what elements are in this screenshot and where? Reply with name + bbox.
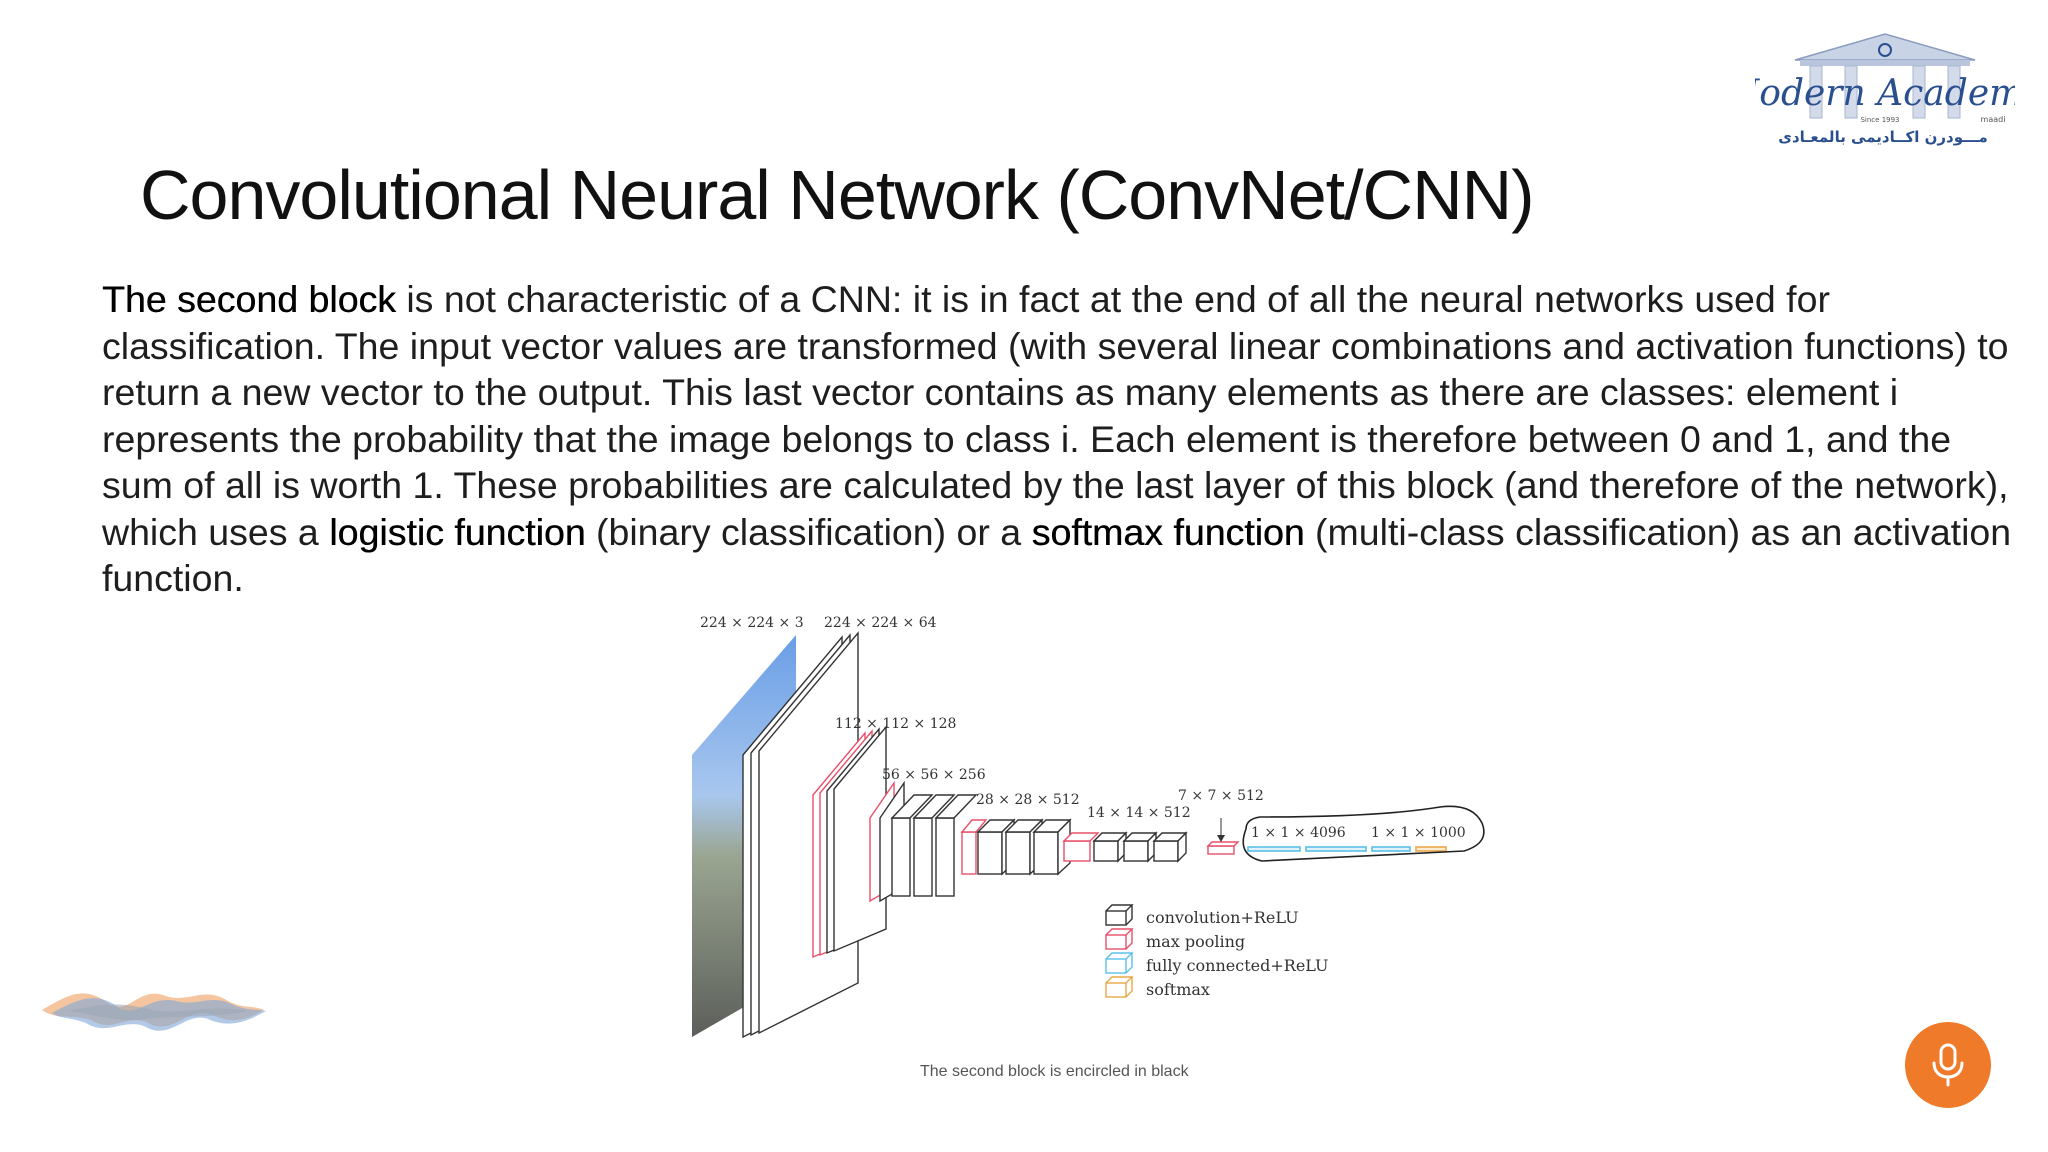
diagram-caption: The second block is encircled in black — [920, 1063, 1189, 1080]
bold-term-second-block: The second block — [102, 278, 396, 320]
logo-est: Since 1993 — [1860, 116, 1899, 124]
label-7x7x512: 7 × 7 × 512 — [1178, 788, 1264, 804]
sound-wave-decoration — [42, 993, 266, 1031]
body-text-1: is not characteristic of a CNN: it is in… — [102, 278, 2009, 553]
legend-pool-label: max pooling — [1146, 932, 1245, 951]
label-1x1x4096: 1 × 1 × 4096 — [1251, 825, 1346, 841]
legend-conv-label: convolution+ReLU — [1146, 908, 1299, 927]
body-paragraph: The second block is not characteristic o… — [102, 276, 2032, 602]
body-text-3: (multi-class classification) as an activ… — [102, 510, 2012, 600]
label-28x28x512: 28 × 28 × 512 — [976, 792, 1080, 808]
microphone-icon — [1932, 1043, 1964, 1087]
label-56x56x256: 56 × 56 × 256 — [882, 767, 986, 783]
label-224x224x3: 224 × 224 × 3 — [700, 615, 804, 631]
slide-title: Convolutional Neural Network (ConvNet/CN… — [140, 155, 1535, 234]
legend-softmax-label: softmax — [1146, 980, 1210, 999]
modern-academy-logo: Modern Academy Since 1993 maadi مـــودرن… — [1755, 33, 2015, 146]
body-text-2: (binary classification) or a — [585, 510, 1032, 553]
label-112x112x128: 112 × 112 × 128 — [835, 716, 956, 732]
vgg16-architecture-diagram: 224 × 224 × 3 224 × 224 × 64 112 × 112 ×… — [692, 615, 1485, 1039]
label-224x224x64: 224 × 224 × 64 — [824, 615, 937, 631]
label-1x1x1000: 1 × 1 × 1000 — [1371, 825, 1466, 841]
logo-location: maadi — [1981, 115, 2006, 124]
logo-wordmark: Modern Academy — [1755, 73, 2015, 114]
microphone-button[interactable] — [1905, 1022, 1991, 1108]
bold-term-logistic: logistic function — [329, 510, 586, 553]
logo-arabic: مـــودرن اكــاديمى بالمعـادى — [1778, 128, 1988, 146]
legend: convolution+ReLU max pooling fully conne… — [1105, 904, 1329, 999]
legend-fc-label: fully connected+ReLU — [1146, 956, 1329, 975]
second-block-encircle — [1242, 805, 1485, 862]
bold-term-softmax: softmax function — [1031, 510, 1305, 553]
label-14x14x512: 14 × 14 × 512 — [1087, 805, 1191, 821]
